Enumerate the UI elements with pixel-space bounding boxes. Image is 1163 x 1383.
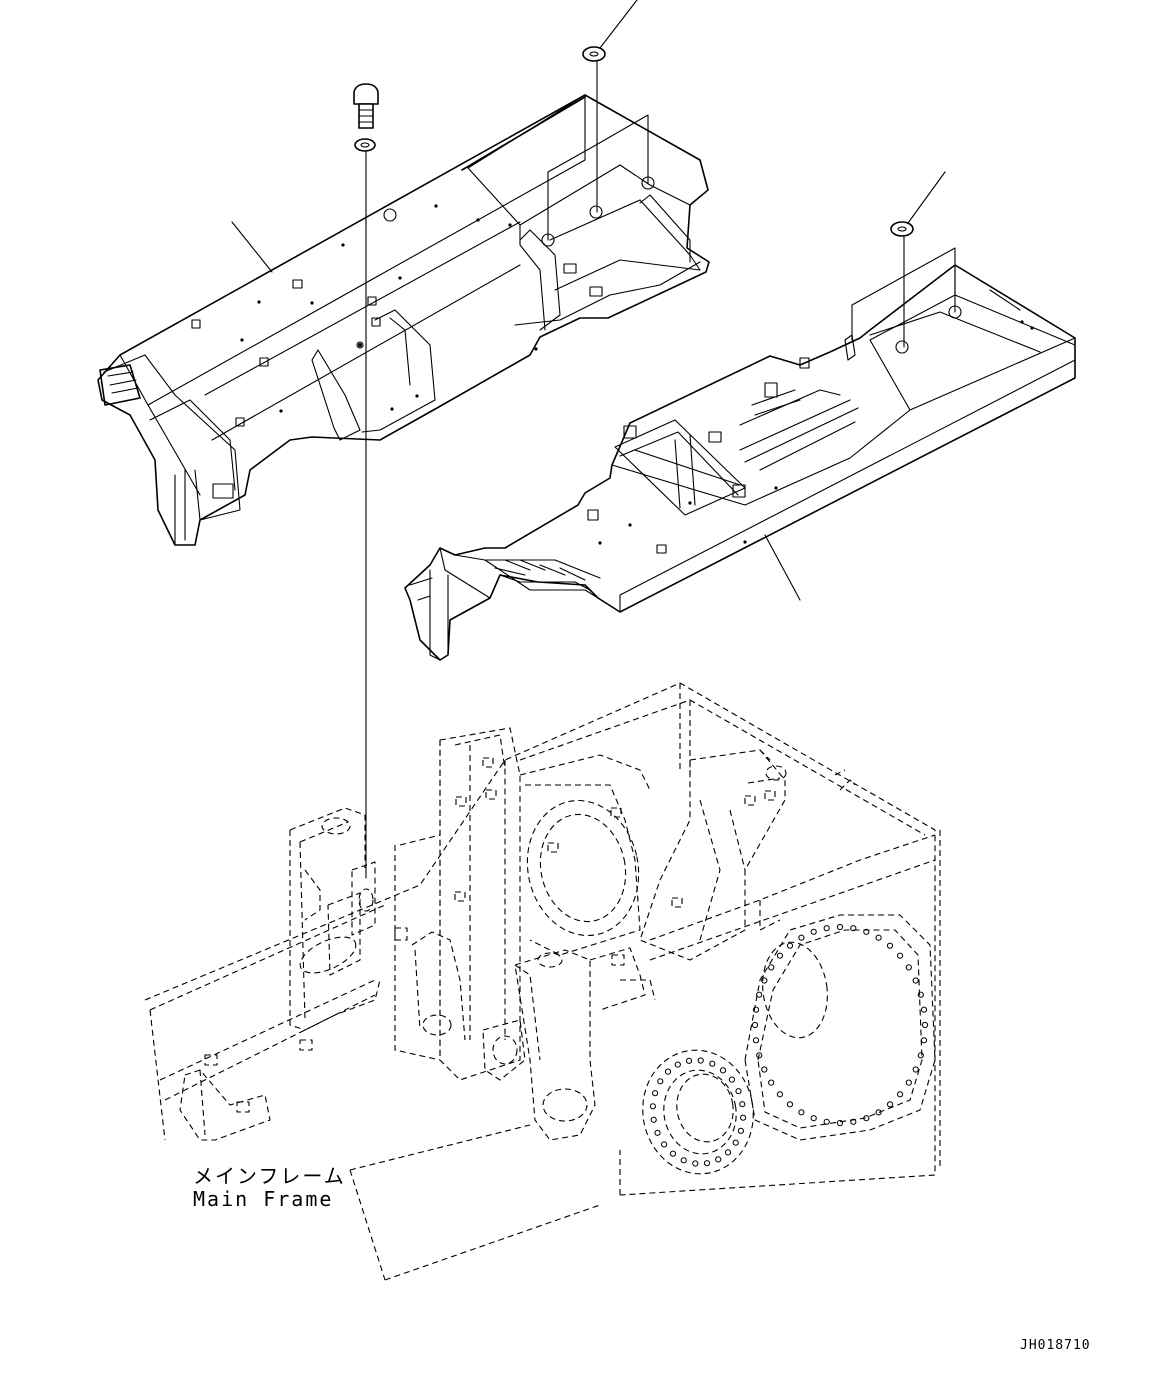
plate-bolt-holes xyxy=(649,923,929,1167)
bolt-hole xyxy=(752,1006,760,1013)
bolt-hole xyxy=(823,925,830,932)
main-frame-label-en: Main Frame xyxy=(193,1187,334,1211)
bolt-hole xyxy=(735,1088,742,1095)
bolt-hole xyxy=(776,952,784,959)
bolt-hole xyxy=(917,991,924,998)
bolt-hole xyxy=(703,1160,711,1167)
bolt-hole xyxy=(920,1006,928,1013)
bolt-hole xyxy=(752,1037,760,1044)
bolt-hole xyxy=(674,1061,681,1068)
bolt-hole xyxy=(912,977,919,984)
bolt-hole xyxy=(728,1076,736,1083)
bolt-hole xyxy=(798,934,805,941)
bolt-hole xyxy=(850,1118,857,1125)
bolt-hole xyxy=(697,1057,704,1064)
main-frame-label-jp: メインフレーム xyxy=(193,1164,346,1188)
bolt-hole xyxy=(657,1078,664,1085)
bolt-hole xyxy=(661,1141,668,1148)
bolt-hole xyxy=(649,1103,657,1110)
bolt-hole xyxy=(917,1052,924,1059)
bolt-hole xyxy=(798,1109,805,1116)
bolt-hole xyxy=(836,923,844,931)
bolt-hole xyxy=(664,1068,672,1075)
bolt-hole xyxy=(715,1156,722,1163)
bolt-hole xyxy=(905,964,912,971)
bolt-hole xyxy=(737,1127,745,1134)
bolt-hole xyxy=(823,1118,830,1125)
right-deck-frame xyxy=(404,264,1076,661)
bolt-hole xyxy=(768,1079,775,1086)
main-frame xyxy=(144,682,941,1281)
bolt-hole xyxy=(875,934,882,941)
bolt-hole xyxy=(680,1157,687,1164)
bolt-hole xyxy=(920,1037,928,1044)
bolt-hole xyxy=(756,991,763,998)
bolt-hole xyxy=(709,1060,716,1067)
washer-right xyxy=(851,171,956,348)
washer-top-right xyxy=(547,0,649,241)
bolt-hole xyxy=(912,1066,919,1073)
bolt-hole xyxy=(652,1090,659,1097)
bolt-hole xyxy=(886,1101,894,1108)
bolt-hole xyxy=(921,1021,929,1029)
bolt-hole xyxy=(886,942,894,949)
bolt-hole xyxy=(850,925,857,932)
bolt-hole xyxy=(810,1115,817,1122)
bolt-hole xyxy=(897,952,904,959)
bolt-hole xyxy=(650,1116,657,1123)
bolt-hole xyxy=(905,1079,912,1086)
bolt-and-washer-left xyxy=(353,83,379,879)
bolt-hole xyxy=(863,1115,870,1122)
bolt-hole xyxy=(863,928,870,935)
bolt-hole xyxy=(836,1119,844,1127)
bolt-hole xyxy=(786,942,794,949)
bolt-hole xyxy=(768,964,775,971)
bolt-hole xyxy=(761,977,768,984)
bolt-hole xyxy=(719,1067,727,1074)
bolt-hole xyxy=(897,1091,904,1098)
bolt-hole xyxy=(654,1129,661,1136)
bolt-hole xyxy=(751,1021,759,1029)
bolt-hole xyxy=(685,1057,693,1064)
bolt-hole xyxy=(756,1052,763,1059)
bolt-hole xyxy=(875,1109,882,1116)
bolt-hole xyxy=(776,1091,784,1098)
bolt-hole xyxy=(724,1149,732,1156)
bolt-hole xyxy=(786,1101,794,1108)
bolt-hole xyxy=(740,1114,747,1121)
bolt-hole xyxy=(810,928,817,935)
bolt-hole xyxy=(669,1150,677,1157)
drawing-id: JH018710 xyxy=(1020,1338,1091,1353)
bolt-hole xyxy=(732,1139,739,1146)
bolt-hole xyxy=(692,1160,699,1167)
bolt-hole xyxy=(761,1066,768,1073)
bolt-hole xyxy=(739,1101,746,1108)
